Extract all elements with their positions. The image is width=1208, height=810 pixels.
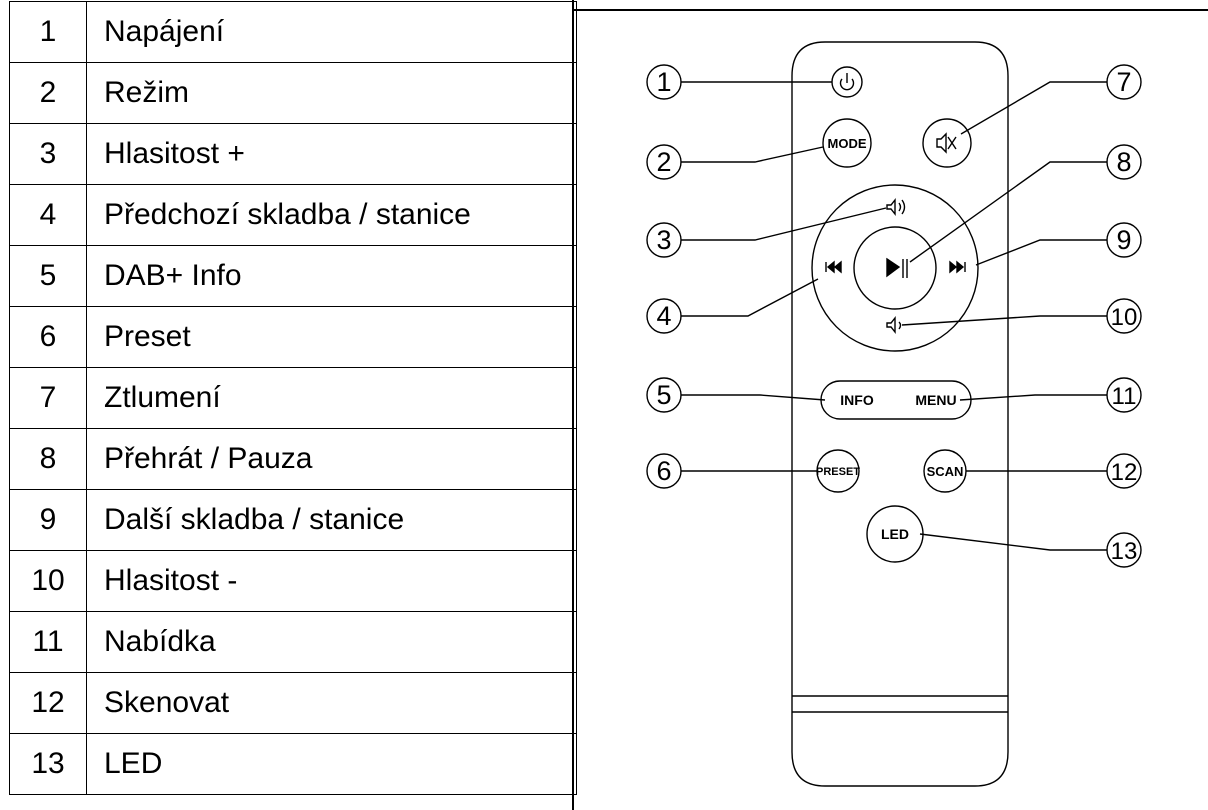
legend-number: 10 [9,550,87,612]
callout-circles [646,64,1142,568]
callout-circle-7 [1106,64,1142,100]
callout-circle-5 [646,377,682,413]
legend-label: Preset [86,306,577,368]
callout-circle-13 [1106,532,1142,568]
callout-number-9: 9 [1116,225,1131,255]
callout-number-12: 12 [1111,459,1138,486]
play-pause-button [853,226,937,310]
callout-number-8: 8 [1116,147,1131,177]
legend-number: 13 [9,733,87,795]
callout-number-13: 13 [1111,538,1138,565]
callout-circle-12 [1106,453,1142,489]
legend-number: 11 [9,611,87,673]
callout-number-4: 4 [656,301,671,331]
legend-number: 9 [9,489,87,551]
callout-number-10: 10 [1111,304,1138,331]
next-icon [949,260,966,274]
legend-number: 5 [9,245,87,307]
preset-label: PRESET [816,466,860,478]
prev-icon [825,260,842,274]
scan-label: SCAN [927,464,964,479]
callout-number-3: 3 [656,225,671,255]
legend-number: 12 [9,672,87,734]
menu-label: MENU [915,392,956,408]
info-label: INFO [840,392,874,408]
callout-circle-3 [646,222,682,258]
legend-label: Nabídka [86,611,577,673]
legend-number: 1 [9,1,87,63]
button-labels: MODE INFO MENU PRESET SCAN LED [816,136,963,542]
legend-number: 3 [9,123,87,185]
mode-label: MODE [828,136,867,151]
callout-number-2: 2 [656,147,671,177]
callout-number-6: 6 [656,456,671,486]
legend-label: Hlasitost - [86,550,577,612]
divider-vertical [572,0,574,810]
callout-circle-9 [1106,222,1142,258]
callout-number-7: 7 [1116,67,1131,97]
volume-down-icon [886,316,902,334]
divider-top [572,9,1208,11]
mute-button [922,118,972,168]
callout-circle-10 [1106,298,1142,334]
callout-circle-2 [646,144,682,180]
play-icon [886,257,901,278]
legend-number: 8 [9,428,87,490]
mode-button [822,118,872,168]
mute-icon [936,132,957,154]
callout-leaders [681,81,1107,551]
legend-label: Skenovat [86,672,577,734]
callout-circle-4 [646,298,682,334]
volume-up-icon [886,198,906,216]
power-icon [839,78,855,91]
callout-circle-8 [1106,144,1142,180]
callout-circle-6 [646,453,682,489]
legend-label: LED [86,733,577,795]
remote-body [791,41,1009,787]
callout-number-5: 5 [656,380,671,410]
callout-circle-1 [646,64,682,100]
legend-number: 7 [9,367,87,429]
legend-label: Další skladba / stanice [86,489,577,551]
legend-label: Ztlumení [86,367,577,429]
callout-number-1: 1 [656,67,671,97]
legend-label: Přehrát / Pauza [86,428,577,490]
led-label: LED [881,526,909,542]
callout-circle-11 [1106,377,1142,413]
callout-number-11: 11 [1112,383,1137,410]
legend-number: 6 [9,306,87,368]
legend-label: Napájení [86,1,577,63]
navigation-ring [811,184,979,352]
